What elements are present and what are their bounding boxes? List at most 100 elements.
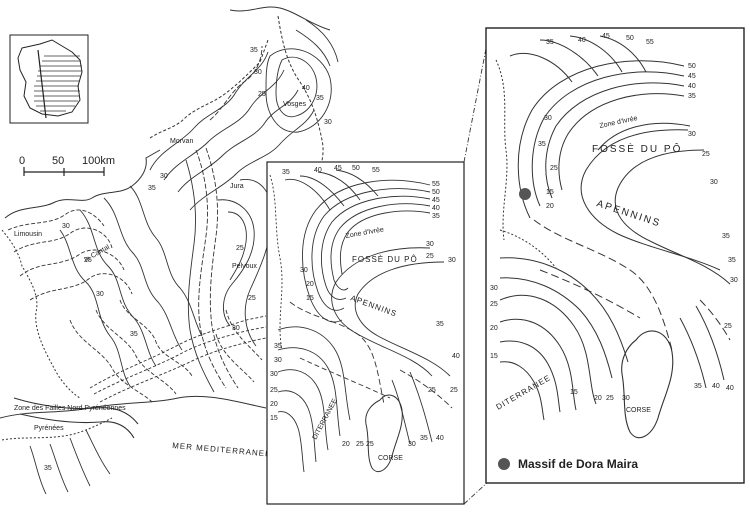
contour-label: 25 [428,387,436,394]
pyrenees-border [1,417,113,441]
contour-label: 25 [236,245,244,252]
place-morvan: Morvan [170,138,193,145]
france-coastline-west [4,149,161,219]
contour-label: 35 [436,321,444,328]
place-vosges: Vosges [283,101,306,108]
contour-label: 30 [730,277,738,284]
contour-label: 50 [688,63,696,70]
contour-label: 35 [728,257,736,264]
contour-label: 30 [270,371,278,378]
contour-label: 35 [432,213,440,220]
contour-label: 30 [448,257,456,264]
contour-label: 45 [688,73,696,80]
contour-label: 35 [316,95,324,102]
contour-label: 15 [270,415,278,422]
contour-label: 30 [62,223,70,230]
contour-label: 40 [452,353,460,360]
contour-label: 30 [232,325,240,332]
contour-label: 35 [44,465,52,472]
contour-label: 25 [366,441,374,448]
contour-label: 25 [356,441,364,448]
fosse-du-po-label: FOSSÈ DU PÔ [592,142,682,155]
contour-label: 25 [702,151,710,158]
contour-label: 35 [148,185,156,192]
contour-label: 30 [688,131,696,138]
contour-label: 30 [710,179,718,186]
contour-label: 15 [306,295,314,302]
contour-label: 35 [130,331,138,338]
contour-label: 30 [426,241,434,248]
contour-label: 30 [160,173,168,180]
contour-label: 30 [408,441,416,448]
contour-label: 25 [84,257,92,264]
contour-label: 45 [602,33,610,40]
place-cantal: le Cantal [84,244,112,264]
contour-label: 30 [622,395,630,402]
contour-label: 15 [490,353,498,360]
contour-label: 25 [490,301,498,308]
contour-label: 15 [546,189,554,196]
contour-label: 35 [420,435,428,442]
contour-label: 35 [274,343,282,350]
place-pelvoux: Pelvoux [232,263,257,270]
contour-label: 55 [432,181,440,188]
scale-label-50: 50 [52,155,64,167]
contour-label: 20 [342,441,350,448]
zone-failles-label: Zone des Failles Nord Pyrénéennes [14,405,126,412]
contour-label: 20 [270,401,278,408]
contour-label: 35 [538,141,546,148]
contour-label: 20 [306,281,314,288]
contour-label: 55 [372,167,380,174]
right-map: 35 40 45 50 55 50 45 40 35 30 25 30 35 4… [485,27,745,484]
legend-marker [498,458,510,470]
place-pyrenees: Pyrénées [34,425,64,432]
contour-label: 15 [570,389,578,396]
contour-label: 30 [324,119,332,126]
south-coast [0,395,267,419]
contour-label: 30 [96,291,104,298]
dora-maira-marker [519,188,531,200]
contour-label: 35 [694,383,702,390]
contour-label: 30 [300,267,308,274]
legend-label: Massif de Dora Maira [518,457,638,471]
contour-label: 40 [432,205,440,212]
contour-label: 40 [578,37,586,44]
scale-label-0: 0 [19,155,25,167]
contour-label: 20 [490,325,498,332]
contour-label: 30 [254,69,262,76]
contour-label: 25 [724,323,732,330]
contour-label: 35 [250,47,258,54]
contour-label: 50 [626,35,634,42]
contour-label: 25 [450,387,458,394]
contour-label: 40 [726,385,734,392]
scale-bar: 0 50 100km [19,155,115,176]
contour-label: 20 [594,395,602,402]
contour-label: 40 [712,383,720,390]
middle-map: 35 40 45 50 55 55 50 45 40 35 30 25 30 3… [266,161,465,505]
contour-label: 30 [490,285,498,292]
sea-label: MER MEDITERRANEE [172,441,272,459]
corse-label: CORSE [378,455,403,462]
fosse-du-po-label: FOSSÈ DU PÔ [352,255,418,264]
contour-label: 40 [314,167,322,174]
place-jura: Jura [230,183,244,190]
contour-label: 55 [646,39,654,46]
contour-label: 25 [248,295,256,302]
contour-label: 25 [258,91,266,98]
contour-label: 35 [688,93,696,100]
contour-label: 25 [550,165,558,172]
corse-label: CORSE [626,407,651,414]
contour-label: 50 [432,189,440,196]
contour-label: 45 [334,165,342,172]
contour-label: 35 [722,233,730,240]
place-limousin: Limousin [14,231,42,238]
rhine-border [277,15,324,191]
northern-border [149,39,269,139]
contour-label: 35 [282,169,290,176]
atlantic-coast [1,229,81,399]
contour-label: 30 [544,115,552,122]
inset-locator-map [9,34,89,124]
legend: Massif de Dora Maira [498,457,638,471]
